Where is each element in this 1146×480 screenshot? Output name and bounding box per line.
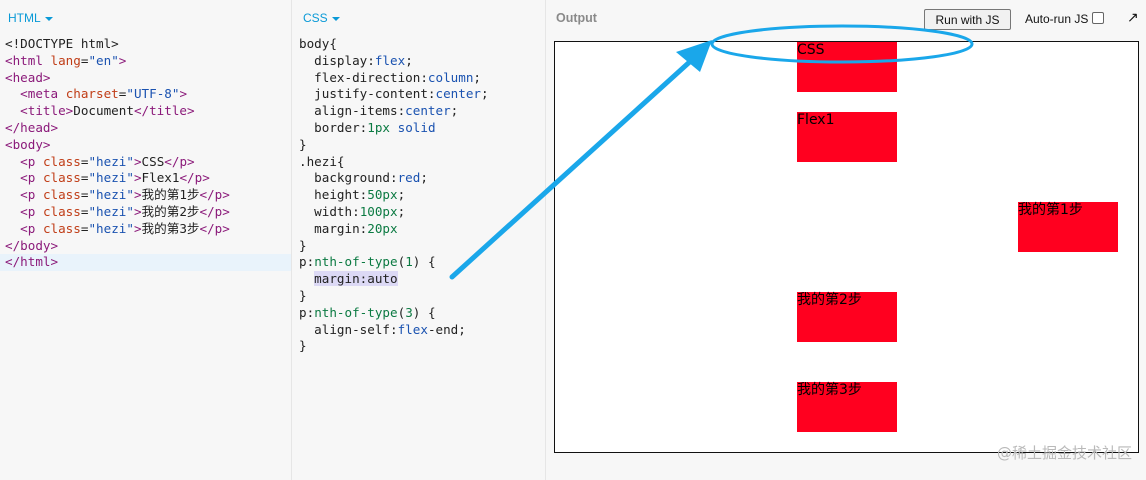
autorun-checkbox[interactable] xyxy=(1092,11,1105,24)
css-code-line: width:100px; xyxy=(314,203,406,219)
css-panel-label: CSS xyxy=(303,11,328,25)
css-code-line: margin:20px xyxy=(314,220,398,236)
css-code-line: body{ xyxy=(299,36,337,51)
output-title: Output xyxy=(556,11,597,25)
css-code-line: } xyxy=(299,338,307,354)
css-code-line: display:flex; xyxy=(314,52,413,68)
run-with-js-button[interactable]: Run with JS xyxy=(924,9,1011,30)
css-code-line: align-self:flex-end; xyxy=(314,321,466,337)
output-box-2: Flex1 xyxy=(797,112,897,162)
html-code-line: <p class="hezi">我的第3步</p> xyxy=(20,220,230,236)
html-panel-label: HTML xyxy=(8,11,41,25)
expand-arrow-icon[interactable]: ↗ xyxy=(1127,9,1139,25)
autorun-label: Auto-run JS xyxy=(1025,12,1089,26)
html-code-editor[interactable]: <!DOCTYPE html><html lang="en"><head> <m… xyxy=(0,36,291,272)
css-code-line: p:nth-of-type(1) { xyxy=(299,254,436,270)
html-code-line: <meta charset="UTF-8"> xyxy=(20,86,188,102)
css-code-line: align-items:center; xyxy=(314,103,459,119)
css-editor-panel: CSS body{ display:flex; flex-direction:c… xyxy=(293,0,546,480)
html-code-line: <p class="hezi">CSS</p> xyxy=(20,153,195,169)
css-code-line: p:nth-of-type(3) { xyxy=(299,304,436,320)
css-code-line: border:1px solid xyxy=(314,119,436,135)
css-code-line: height:50px; xyxy=(314,187,406,203)
css-code-line: .hezi{ xyxy=(299,153,345,169)
autorun-toggle[interactable]: Auto-run JS xyxy=(1025,11,1105,26)
chevron-down-icon xyxy=(331,17,340,21)
html-panel-tab[interactable]: HTML xyxy=(8,11,53,25)
output-box-4: 我的第2步 xyxy=(797,292,897,342)
html-code-line: <p class="hezi">我的第1步</p> xyxy=(20,187,230,203)
css-code-line: justify-content:center; xyxy=(314,86,489,102)
html-code-line: </head> xyxy=(5,119,59,135)
html-code-line: <html lang="en"> xyxy=(5,52,127,68)
css-code-line: flex-direction:column; xyxy=(314,69,482,85)
html-code-line: <p class="hezi">Flex1</p> xyxy=(20,170,210,186)
html-code-line: <p class="hezi">我的第2步</p> xyxy=(20,203,230,219)
css-code-line: } xyxy=(299,237,307,253)
chevron-down-icon xyxy=(44,17,53,21)
output-box-5: 我的第3步 xyxy=(797,382,897,432)
html-code-line: <head> xyxy=(5,69,51,85)
css-code-line: margin:auto xyxy=(314,271,398,287)
output-frame: CSS Flex1 我的第1步 我的第2步 我的第3步 xyxy=(554,41,1139,453)
html-editor-panel: HTML <!DOCTYPE html><html lang="en"><hea… xyxy=(0,0,292,480)
html-code-line: <title>Document</title> xyxy=(20,103,195,119)
html-code-line: <body> xyxy=(5,136,51,152)
output-box-3: 我的第1步 xyxy=(1018,202,1118,252)
css-panel-tab[interactable]: CSS xyxy=(303,11,340,25)
css-code-line: background:red; xyxy=(314,170,428,186)
css-code-line: } xyxy=(299,136,307,152)
css-code-line: } xyxy=(299,287,307,303)
output-box-1: CSS xyxy=(797,42,897,92)
css-code-editor[interactable]: body{ display:flex; flex-direction:colum… xyxy=(293,36,545,355)
html-code-line: </body> xyxy=(5,237,59,253)
watermark: @稀土掘金技术社区 xyxy=(996,444,1132,462)
html-code-line: </html> xyxy=(0,254,291,272)
html-code-line: <!DOCTYPE html> xyxy=(5,36,119,51)
output-panel: Output Run with JS Auto-run JS ↗ CSS Fle… xyxy=(547,0,1146,480)
